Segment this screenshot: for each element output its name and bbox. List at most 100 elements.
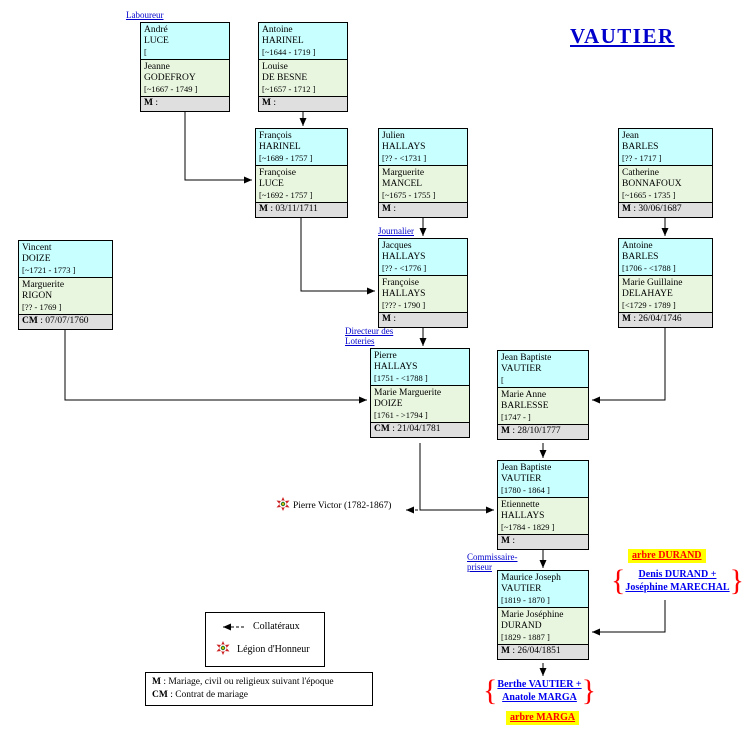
wife-given: Jeanne [144, 62, 170, 72]
husband-surname: VAUTIER [501, 584, 542, 594]
husband-surname: HALLAYS [382, 252, 426, 262]
marriage-value: : [390, 314, 396, 324]
denis-durand-link[interactable]: Denis DURAND + [638, 569, 717, 580]
marriage-value: : 26/04/1746 [630, 314, 682, 324]
husband-section: Jean Baptiste VAUTIER [ [498, 351, 588, 388]
legend-row-collateral: Collatéraux [216, 621, 314, 632]
collateral-arrow-icon [223, 623, 244, 630]
marriage-section: M : 03/11/1711 [256, 203, 347, 217]
berthe-vautier-link[interactable]: Berthe VAUTIER + [497, 679, 582, 690]
occupation-label-laboureur: Laboureur [126, 10, 164, 20]
husband-surname: LUCE [144, 36, 169, 46]
husband-given: Julien [382, 131, 405, 141]
husband-surname: VAUTIER [501, 474, 542, 484]
wife-dates: [1761 - >1794 ] [374, 410, 428, 420]
husband-dates: [?? - <1731 ] [382, 153, 427, 163]
wife-surname: DE BESNE [262, 73, 308, 83]
wife-section: Françoise LUCE [~1692 - 1757 ] [256, 166, 347, 203]
husband-section: Maurice Joseph VAUTIER [1819 - 1870 ] [498, 571, 588, 608]
marriage-section: M : 30/06/1687 [619, 203, 712, 217]
wife-given: Marguerite [382, 168, 425, 178]
legion-label: Légion d'Honneur [237, 644, 310, 655]
marriage-section: M : 26/04/1746 [619, 313, 712, 327]
berthe-vautier-couple: { Berthe VAUTIER + Anatole MARGA } [483, 676, 596, 706]
wife-given: Françoise [382, 278, 419, 288]
marriage-value: : 21/04/1781 [389, 424, 441, 434]
husband-section: Jean BARLES [?? - 1717 ] [619, 129, 712, 166]
wife-dates: [<1729 - 1789 ] [622, 300, 676, 310]
husband-section: Pierre HALLAYS [1751 - <1788 ] [371, 349, 469, 386]
left-brace: { [483, 674, 498, 707]
husband-dates: [?? - <1776 ] [382, 263, 427, 273]
wife-surname: LUCE [259, 179, 284, 189]
marriage-value: : 26/04/1851 [509, 646, 561, 656]
marriage-section: M : [498, 535, 588, 549]
tree-title[interactable]: VAUTIER [570, 24, 675, 48]
marriage-label: M [501, 646, 510, 656]
wife-dates: [~1657 - 1712 ] [262, 84, 316, 94]
husband-given: Jean Baptiste [501, 353, 552, 363]
family-box-jacques-hallays: Jacques HALLAYS [?? - <1776 ] Françoise … [378, 238, 468, 328]
husband-section: Jean Baptiste VAUTIER [1780 - 1864 ] [498, 461, 588, 498]
marriage-label: M [622, 204, 631, 214]
anatole-marga-link[interactable]: Anatole MARGA [502, 692, 577, 703]
family-box-vincent-doize: Vincent DOIZE [~1721 - 1773 ] Marguerite… [18, 240, 113, 330]
wife-surname: GODEFROY [144, 73, 196, 83]
marriage-value: : 03/11/1711 [267, 204, 318, 214]
wife-given: Etiennette [501, 500, 540, 510]
occupation-label-journalier: Journalier [378, 226, 414, 236]
wife-section: Marie Anne BARLESSE [1747 - ] [498, 388, 588, 425]
husband-dates: [1706 - <1788 ] [622, 263, 676, 273]
marriage-label: M [144, 98, 153, 108]
wife-dates: [?? - 1769 ] [22, 302, 62, 312]
husband-dates: [1751 - <1788 ] [374, 373, 428, 383]
marriage-label: M [259, 204, 268, 214]
legend-abbreviations: M : Mariage, civil ou religieux suivant … [145, 672, 373, 706]
pierre-victor-text: Pierre Victor (1782-1867) [293, 500, 392, 511]
wife-section: Marguerite MANCEL [~1675 - 1755 ] [379, 166, 467, 203]
wife-dates: [1829 - 1887 ] [501, 632, 550, 642]
marriage-value: : [509, 536, 515, 546]
right-brace: } [729, 564, 744, 597]
husband-surname: HALLAYS [374, 362, 418, 372]
legend-symbols: Collatéraux Légion d'Honneur [205, 612, 325, 667]
wife-dates: [~1692 - 1757 ] [259, 190, 313, 200]
wife-dates: [??? - 1790 ] [382, 300, 426, 310]
husband-dates: [~1689 - 1757 ] [259, 153, 313, 163]
arbre-marga-link[interactable]: arbre MARGA [506, 711, 580, 725]
connector-doize-to-marie-marguerite-doize [64, 330, 367, 404]
connector-pierre-hallays-to-etiennette-hallays [419, 443, 494, 514]
marriage-value: : 28/10/1777 [509, 426, 561, 436]
wife-given: Françoise [259, 168, 296, 178]
legend-m-line: M : Mariage, civil ou religieux suivant … [152, 676, 366, 689]
husband-section: Antoine HARINEL [~1644 - 1719 ] [259, 23, 347, 60]
family-box-pierre-hallays: Pierre HALLAYS [1751 - <1788 ] Marie Mar… [370, 348, 470, 438]
husband-surname: BARLES [622, 252, 659, 262]
wife-surname: DURAND [501, 621, 542, 631]
marriage-section: M : [379, 203, 467, 217]
legend-cm-label: CM [152, 690, 168, 700]
marriage-label: M [622, 314, 631, 324]
marriage-section: M : [141, 97, 229, 111]
husband-dates: [ [144, 47, 147, 57]
marriage-section: CM : 07/07/1760 [19, 315, 112, 329]
josephine-marechal-link[interactable]: Joséphine MARECHAL [625, 582, 730, 593]
husband-given: François [259, 131, 292, 141]
wife-dates: [~1667 - 1749 ] [144, 84, 198, 94]
connector-durand-couple-to-marie-josephine-durand [592, 600, 666, 636]
wife-surname: DELAHAYE [622, 289, 673, 299]
husband-surname: DOIZE [22, 254, 51, 264]
husband-section: André LUCE [ [141, 23, 229, 60]
wife-surname: BARLESSE [501, 401, 549, 411]
husband-section: Julien HALLAYS [?? - <1731 ] [379, 129, 467, 166]
wife-surname: MANCEL [382, 179, 423, 189]
wife-surname: BONNAFOUX [622, 179, 682, 189]
marriage-value: : 07/07/1760 [37, 316, 89, 326]
wife-given: Marie Guillaine [622, 278, 683, 288]
husband-surname: BARLES [622, 142, 659, 152]
wife-given: Catherine [622, 168, 659, 178]
arbre-durand-link[interactable]: arbre DURAND [628, 549, 706, 563]
wife-given: Marie Anne [501, 390, 547, 400]
wife-given: Marguerite [22, 280, 65, 290]
